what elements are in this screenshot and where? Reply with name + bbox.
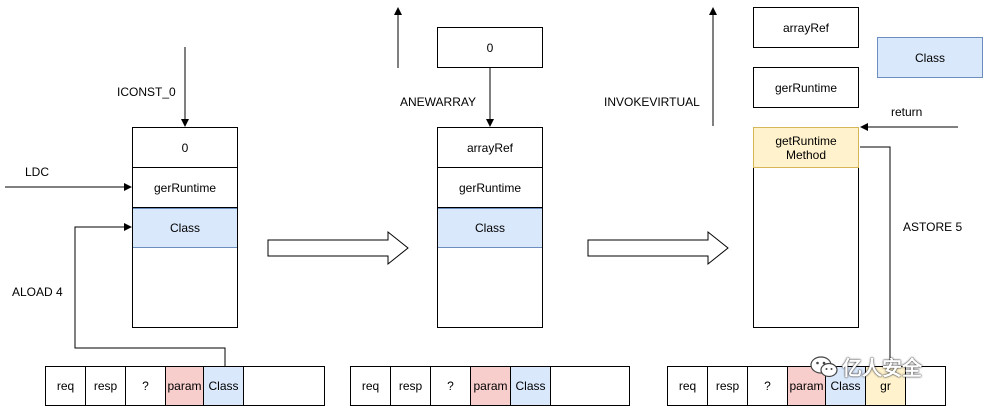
operand-stack-2: arrayRef gerRuntime Class xyxy=(437,127,543,328)
local1-empty xyxy=(244,367,324,405)
popped-arrayref: arrayRef xyxy=(753,7,859,48)
local1-resp: resp xyxy=(86,367,126,405)
local2-resp: resp xyxy=(391,367,431,405)
popped-gerruntime: gerRuntime xyxy=(753,67,859,108)
stack2-cell-0: arrayRef xyxy=(438,128,542,168)
local-vars-2: req resp ? param Class xyxy=(350,366,630,406)
watermark-text: 亿人安全 xyxy=(842,358,922,380)
popped-class: Class xyxy=(877,37,983,78)
local2-req: req xyxy=(351,367,391,405)
stack2-cell-1: gerRuntime xyxy=(438,168,542,208)
local1-req: req xyxy=(46,367,86,405)
local1-class: Class xyxy=(204,367,244,405)
label-return: return xyxy=(891,105,923,119)
label-ldc: LDC xyxy=(25,165,50,179)
astore-arrow xyxy=(860,146,894,377)
transition-arrow-1 xyxy=(267,230,409,266)
local3-resp: resp xyxy=(708,367,748,405)
stage2-top-box: 0 xyxy=(437,27,543,68)
local3-req: req xyxy=(668,367,708,405)
operand-stack-3: getRuntime Method xyxy=(753,127,859,328)
local2-unknown: ? xyxy=(431,367,471,405)
stack1-cell-2: Class xyxy=(133,208,237,248)
wechat-icon xyxy=(810,355,838,377)
local3-unknown: ? xyxy=(748,367,788,405)
stack3-method-text: getRuntime Method xyxy=(775,133,837,162)
local2-param: param xyxy=(471,367,511,405)
label-astore: ASTORE 5 xyxy=(903,220,963,234)
local1-unknown: ? xyxy=(126,367,166,405)
local-vars-1: req resp ? param Class xyxy=(45,366,325,406)
local2-class: Class xyxy=(511,367,551,405)
operand-stack-1: 0 gerRuntime Class xyxy=(132,127,238,328)
local3-gr: gr xyxy=(866,367,906,405)
stack1-cell-1: gerRuntime xyxy=(133,168,237,208)
local3-param: param xyxy=(788,367,826,405)
local-vars-3: req resp ? param Class gr xyxy=(667,366,946,406)
label-anewarray: ANEWARRAY xyxy=(400,95,477,109)
local1-param: param xyxy=(166,367,204,405)
watermark: 亿人安全 xyxy=(810,352,922,381)
label-aload: ALOAD 4 xyxy=(12,285,63,299)
transition-arrow-2 xyxy=(587,230,729,266)
aload-arrow xyxy=(74,223,226,366)
label-invokevirtual: INVOKEVIRTUAL xyxy=(604,95,700,109)
local2-empty xyxy=(551,367,629,405)
stack1-cell-0: 0 xyxy=(133,128,237,168)
stack3-method: getRuntime Method xyxy=(753,127,859,168)
label-iconst: ICONST_0 xyxy=(117,85,176,99)
stack2-cell-2: Class xyxy=(438,208,542,248)
